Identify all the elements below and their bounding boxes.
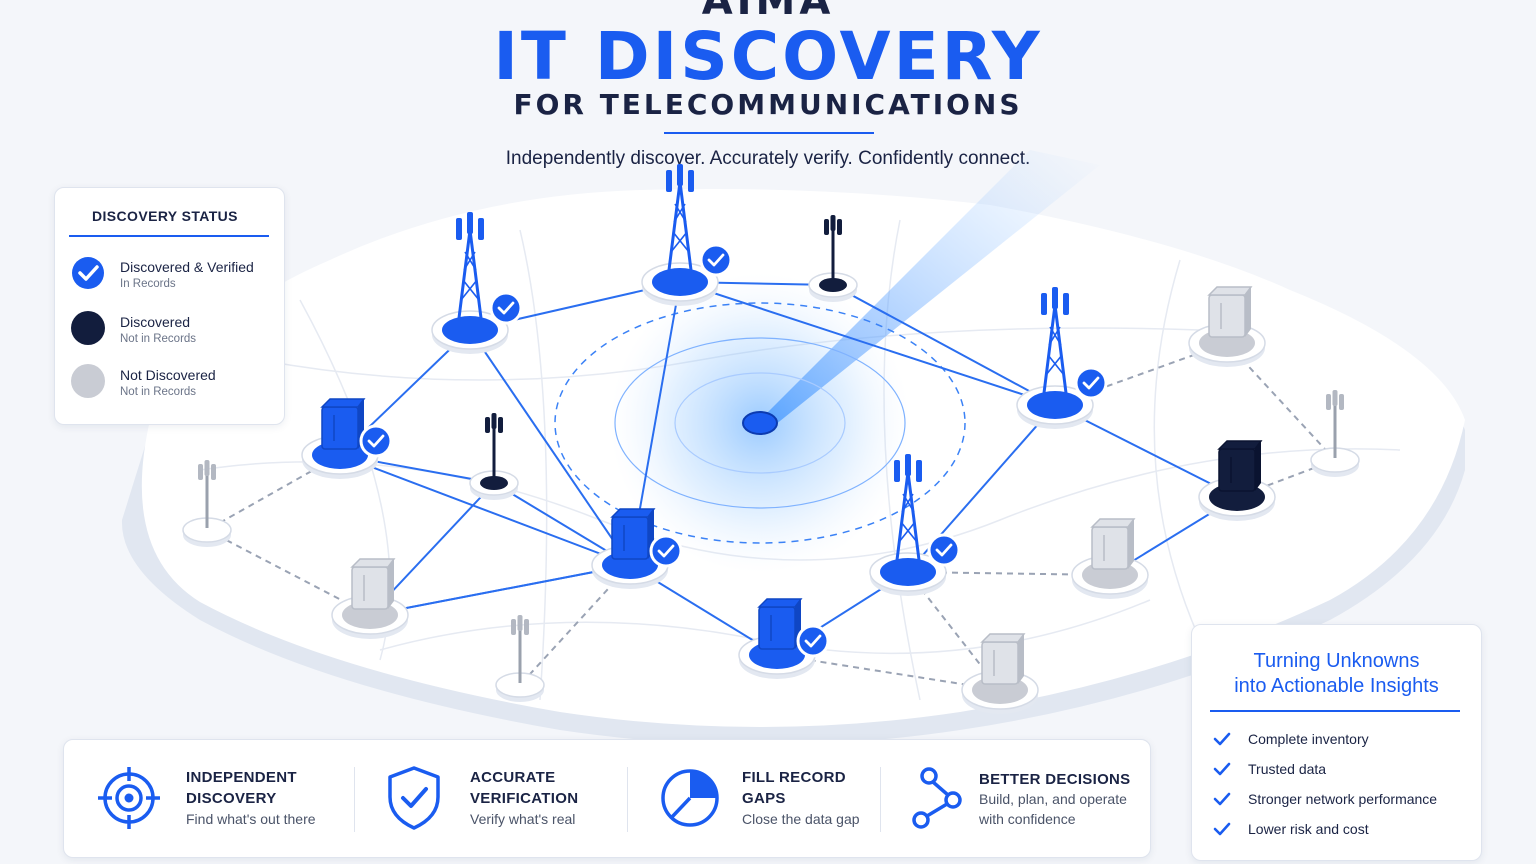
insight-item: Lower risk and cost	[1212, 817, 1472, 841]
scanner-icon	[742, 411, 778, 435]
cabinet-node-not-discovered	[331, 558, 409, 639]
feature-divider	[880, 767, 881, 832]
insight-text: Complete inventory	[1248, 731, 1369, 747]
insight-item: Trusted data	[1212, 757, 1472, 781]
tower-node-verified	[1016, 287, 1108, 429]
insights-title-line1: Turning Unknowns	[1253, 650, 1420, 672]
small-tower-node-not-discovered	[495, 615, 545, 702]
cabinet-node-not-discovered	[961, 633, 1039, 714]
checkmark-icon	[1213, 762, 1231, 776]
cabinet-node-discovered	[1198, 440, 1276, 521]
network-link	[339, 454, 631, 566]
legend-title: DISCOVERY STATUS	[92, 208, 238, 224]
insight-item: Complete inventory	[1212, 727, 1472, 751]
top-cut-heading: AIMA	[701, 0, 835, 24]
verified-badge-icon	[359, 424, 393, 458]
cabinet-node-not-discovered	[1071, 518, 1149, 599]
verified-badge-icon	[927, 533, 961, 567]
pulse-ring-inner	[674, 372, 846, 474]
title-divider	[664, 132, 874, 134]
pulse-ring-mid	[614, 337, 906, 509]
legend-item-sub: Not in Records	[120, 386, 197, 398]
insights-title: Turning Unknowns into Actionable Insight…	[1192, 649, 1481, 699]
legend-item-verified: Discovered & Verified In Records	[71, 254, 281, 294]
page-subtitle: FOR TELECOMMUNICATIONS	[513, 88, 1023, 121]
legend-item-not-discovered: Not Discovered Not in Records	[71, 362, 281, 402]
network-link	[469, 329, 631, 566]
insights-divider	[1210, 710, 1460, 712]
feature-better-decisions: BETTER DECISIONS Build, plan, and operat…	[909, 740, 1139, 857]
check-circle-icon	[72, 257, 104, 289]
tower-node-verified	[431, 212, 523, 354]
verified-badge-icon	[796, 624, 830, 658]
feature-divider	[627, 767, 628, 832]
tagline: Independently discover. Accurately verif…	[505, 148, 1031, 169]
cabinet-node-verified	[591, 508, 683, 589]
cabinet-node-not-discovered	[1188, 286, 1266, 367]
small-tower-node-not-discovered	[1310, 390, 1360, 477]
network-link	[1054, 342, 1228, 406]
network-link	[832, 284, 1056, 406]
legend-item-sub: In Records	[120, 278, 176, 290]
grey-circle-icon	[71, 364, 105, 398]
verified-badge-icon	[699, 243, 733, 277]
insights-title-line2: into Actionable Insights	[1234, 675, 1439, 697]
verified-badge-icon	[489, 291, 523, 325]
pulse-ring-outer	[554, 302, 966, 544]
cabinet-node-verified	[738, 598, 830, 679]
legend-item-discovered: Discovered Not in Records	[71, 309, 281, 349]
small-tower-node-not-discovered	[182, 460, 232, 547]
feature-desc: Find what's out there	[186, 811, 316, 827]
insight-text: Stronger network performance	[1248, 791, 1438, 807]
feature-desc: Verify what's real	[470, 811, 576, 827]
verified-badge-icon	[1074, 366, 1108, 400]
share-nodes-icon	[912, 767, 962, 829]
feature-desc: with confidence	[979, 811, 1076, 827]
tower-node-verified	[869, 454, 961, 596]
target-icon	[98, 767, 160, 829]
legend-panel: DISCOVERY STATUS Discovered & Verified I…	[54, 187, 285, 425]
pie-chart-icon	[661, 769, 719, 827]
tower-node-verified	[641, 164, 733, 306]
feature-desc: Close the data gap	[742, 811, 860, 827]
shield-check-icon	[388, 766, 440, 830]
checkmark-icon	[1213, 792, 1231, 806]
legend-item-sub: Not in Records	[120, 333, 197, 345]
checkmark-icon	[1213, 822, 1231, 836]
small-tower-node-discovered	[808, 215, 858, 302]
insight-item: Stronger network performance	[1212, 787, 1472, 811]
legend-divider	[69, 235, 269, 237]
insight-text: Lower risk and cost	[1248, 821, 1369, 837]
cabinet-node-verified	[301, 398, 393, 479]
feature-divider	[354, 767, 355, 832]
small-tower-node-discovered	[469, 413, 519, 500]
verified-badge-icon	[649, 534, 683, 568]
legend-item-label: Discovered & Verified	[120, 259, 254, 275]
page-title: IT DISCOVERY	[493, 18, 1043, 95]
network-link	[679, 281, 1056, 406]
legend-item-label: Not Discovered	[120, 367, 216, 383]
insights-panel: Turning Unknowns into Actionable Insight…	[1191, 624, 1482, 861]
feature-desc: Build, plan, and operate	[979, 791, 1127, 807]
feature-title: BETTER DECISIONS	[979, 771, 1131, 788]
network-link	[206, 529, 371, 616]
network-link	[369, 564, 631, 616]
insight-text: Trusted data	[1248, 761, 1327, 777]
dark-circle-icon	[71, 311, 105, 345]
legend-item-label: Discovered	[120, 314, 191, 330]
checkmark-icon	[1213, 732, 1231, 746]
